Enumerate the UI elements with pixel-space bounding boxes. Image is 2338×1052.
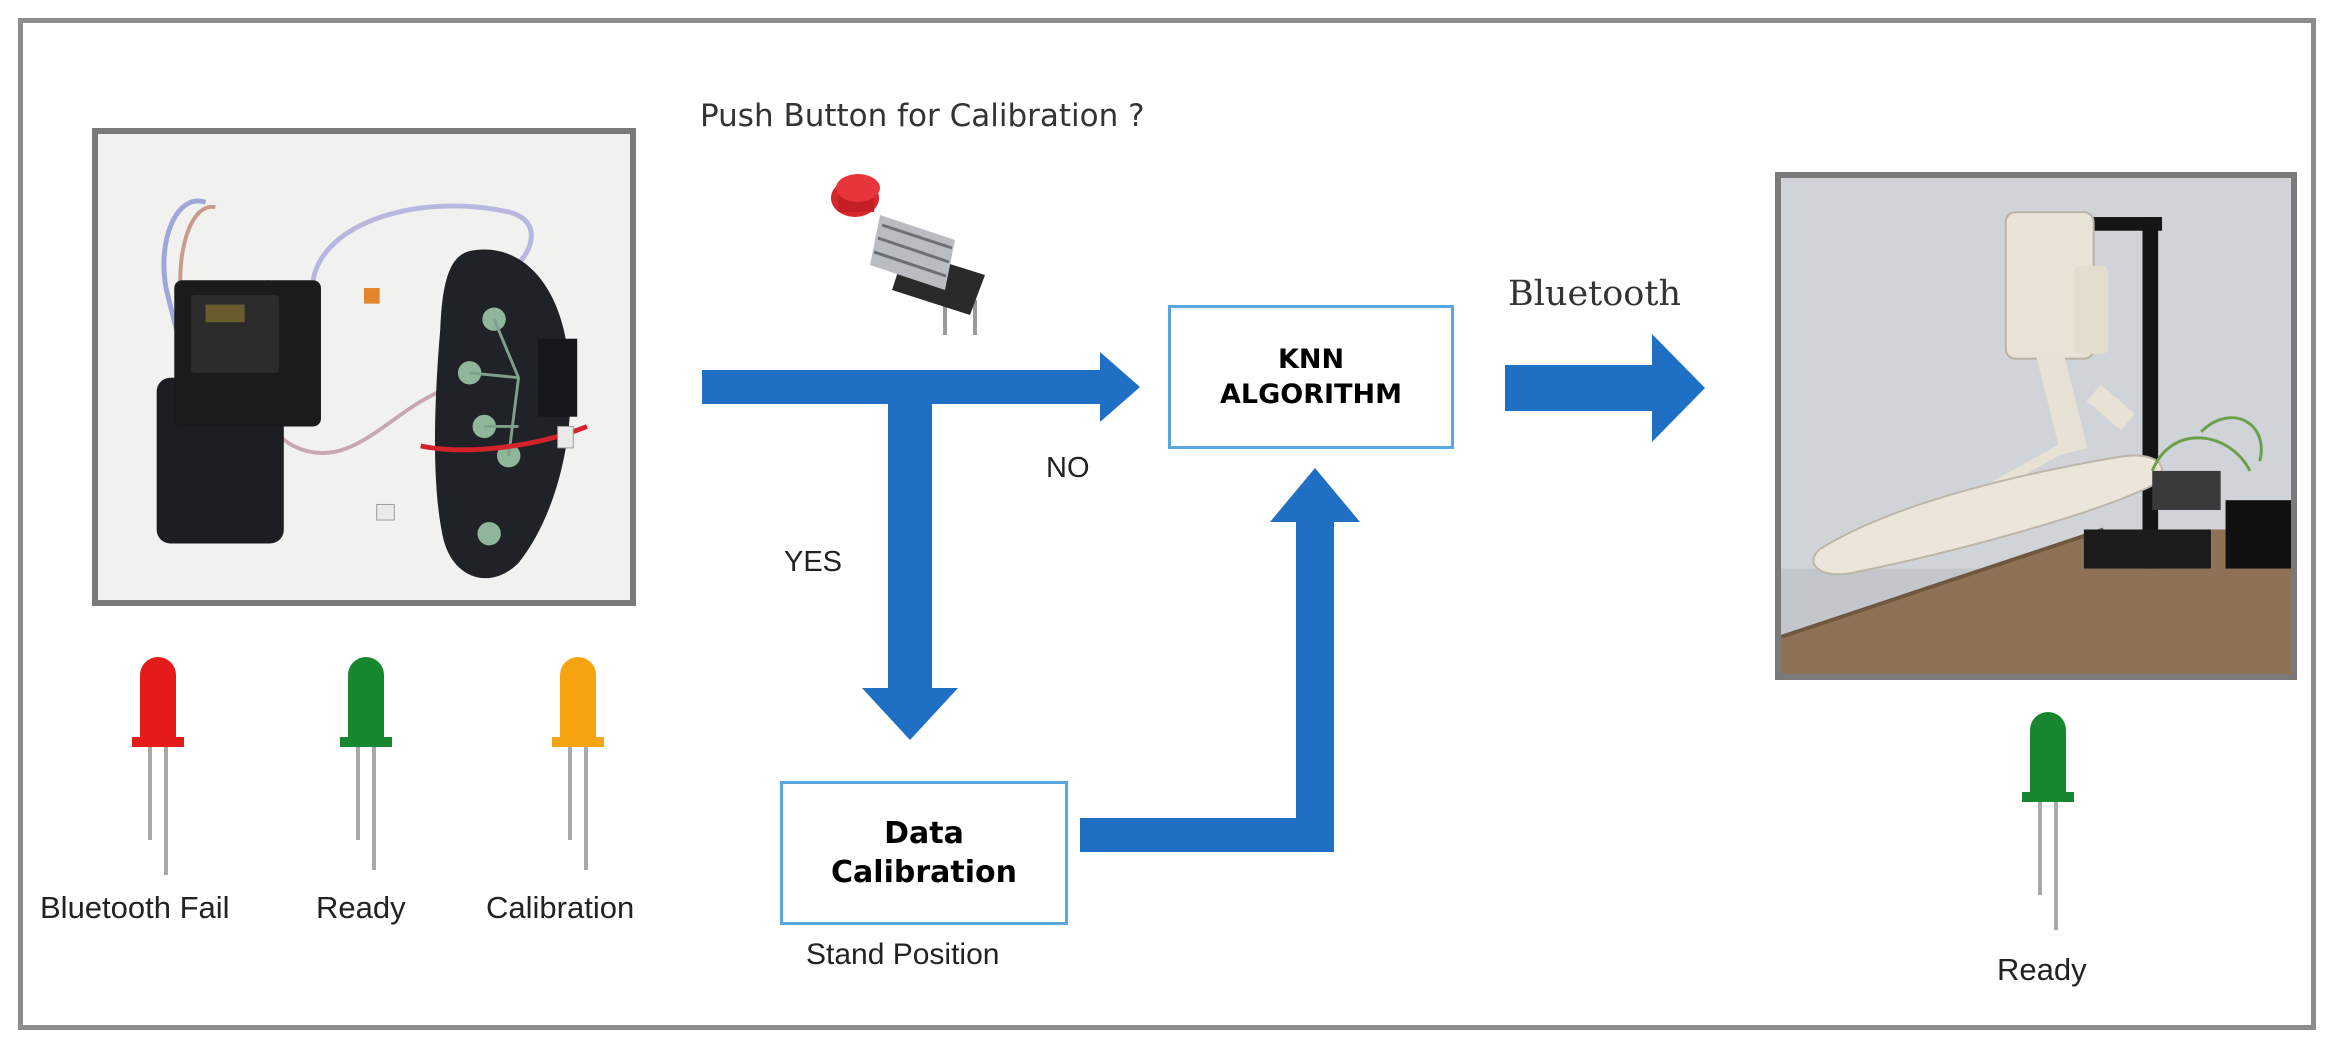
knn-algorithm-box: KNN ALGORITHM: [1168, 305, 1454, 449]
question-label: Push Button for Calibration ?: [700, 98, 1145, 134]
led-yellow-icon: [548, 645, 608, 885]
right-led-label-ready: Ready: [1997, 952, 2087, 987]
arrow-to-knn-head: [1100, 352, 1140, 422]
arrow-return-head: [1270, 468, 1360, 522]
arrow-down-head: [862, 688, 958, 740]
led-red-icon: [128, 645, 188, 885]
sensor-insole-photo: [92, 128, 636, 606]
branch-yes-label: YES: [784, 546, 843, 578]
data-calibration-box: Data Calibration: [780, 781, 1068, 925]
arrow-bluetooth-shaft: [1505, 365, 1657, 411]
right-led-green-icon: [2018, 700, 2078, 940]
knn-box-line2: ALGORITHM: [1220, 379, 1402, 410]
arrow-return-horizontal: [1080, 818, 1334, 852]
stand-position-label: Stand Position: [806, 938, 1000, 971]
push-button-icon: [831, 174, 985, 335]
arrow-return-vertical: [1296, 520, 1334, 852]
arrow-down-shaft: [888, 400, 932, 690]
led-label-calibration: Calibration: [486, 890, 635, 925]
led-label-ready: Ready: [316, 890, 406, 925]
led-label-bluetooth-fail: Bluetooth Fail: [40, 890, 230, 925]
calibration-box-line2: Calibration: [831, 855, 1017, 890]
led-green-icon: [336, 645, 396, 885]
calibration-box-line1: Data: [884, 816, 964, 851]
arrow-bluetooth-head: [1652, 334, 1705, 442]
ankle-prosthesis-photo: [1775, 172, 2297, 680]
branch-no-label: NO: [1046, 452, 1090, 484]
bluetooth-label: Bluetooth: [1508, 274, 1681, 314]
knn-box-line1: KNN: [1277, 344, 1345, 375]
arrow-to-knn-shaft: [702, 370, 1102, 404]
